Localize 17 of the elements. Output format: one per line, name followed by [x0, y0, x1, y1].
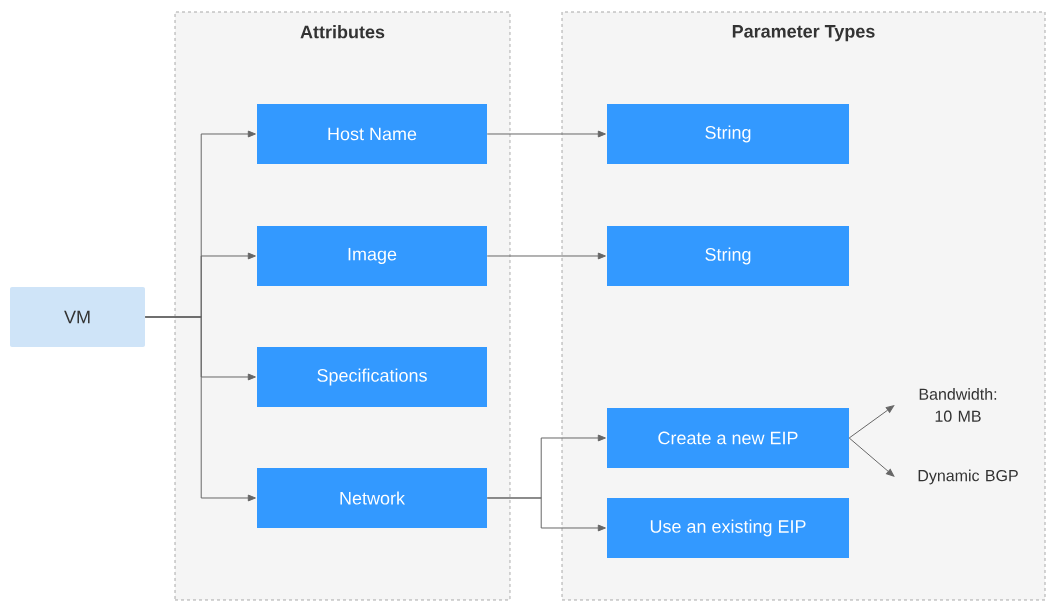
- arrow: [144, 316, 256, 502]
- process-box: Use an existing EIP: [607, 498, 849, 558]
- process-box: Specifications: [257, 347, 487, 407]
- value-text: Bandwidth: 10 MB: [919, 388, 997, 422]
- arrow: [486, 252, 606, 260]
- process-box: Host Name: [257, 104, 487, 164]
- process-box: Network: [257, 468, 487, 528]
- process-box: Image: [257, 226, 487, 286]
- process-box: Create a new EIP: [607, 408, 849, 468]
- value-text: Dynamic BGP: [918, 469, 1018, 485]
- arrow: [486, 130, 606, 138]
- arrow: [848, 405, 895, 439]
- process-box: String: [607, 226, 849, 286]
- arrow: [486, 497, 606, 532]
- process-box: String: [607, 104, 849, 164]
- start-box: VM: [10, 287, 145, 347]
- arrow: [848, 437, 895, 477]
